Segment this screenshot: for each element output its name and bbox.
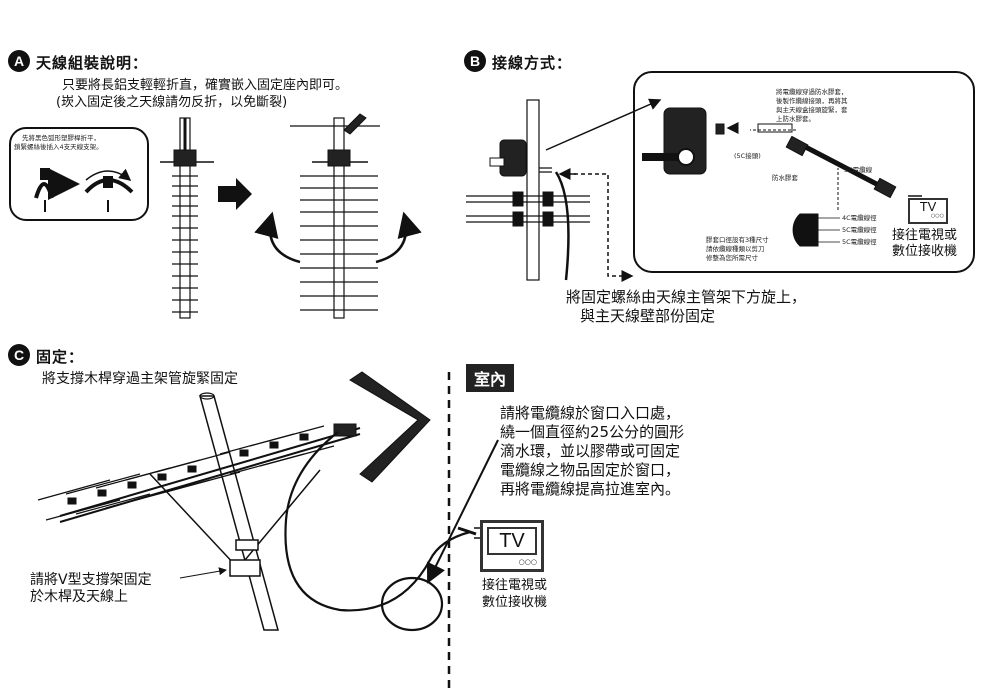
tv-screen: TV [487,527,537,555]
label-5c-cable: 5C電纜線 [844,166,873,174]
tv-caption-indoor-line2: 數位接收機 [482,595,548,610]
indoor-line3: 滴水環，並以膠帶或可固定 [500,442,681,460]
vbracket-note-line1: 請將V型支撐架固定 [30,572,152,588]
connection-mast [466,98,662,282]
antenna-folded [160,117,214,319]
section-a-line1: 只要將長鋁支輕輕折直，確實嵌入固定座內即可。 [62,78,349,93]
section-a-badge: A [8,50,30,72]
connection-detail [633,71,975,273]
connection-caption-line1: 將固定螺絲由天線主管架下方旋上， [566,288,807,306]
label-5c-diameter: 5C電纜線徑 [842,226,877,234]
tv-caption-b-line2: 數位接收機 [892,244,958,259]
tv-icon-large: TV ○○○ [480,520,544,572]
indoor-line4: 電纜線之物品固定於窗口， [500,461,681,479]
section-c-title: 固定： [36,348,85,366]
detail-note-line4: 上防水膠套。 [776,115,815,123]
mounted-antenna [37,371,499,632]
inset-note-line2: 鎖緊螺絲後插入4支天線支架。 [14,143,103,151]
tv-icon-large-label: TV [499,530,525,552]
boot-note-line1: 膠套口徑設有3種尺寸 [706,236,769,244]
antenna-unfolded [254,113,422,319]
detail-note-line3: 與主天線盒接頭旋緊，套 [776,106,848,114]
boot-note-line3: 修整為您所需尺寸 [706,254,758,262]
indoor-line1: 請將電纜線於窗口入口處， [500,404,681,422]
section-b-badge: B [464,50,486,72]
detail-note-line2: 後製作纜線接頭，再將其 [776,97,848,105]
assembly-inset-figure [9,127,149,221]
tv-knobs-icon: ○○○ [930,213,944,219]
tv-caption-indoor-line1: 接往電視或 [482,578,548,593]
vbracket-note-line2: 於木桿及天線上 [30,589,128,605]
boot-note-line2: 請依纜線種類以剪刀 [706,245,765,253]
detail-note-line1: 將電纜線穿過防水膠套， [776,88,848,96]
tv-icon-small: TV ○○○ [908,198,948,224]
indoor-tag: 室內 [466,364,515,392]
section-a-title: 天線組裝說明： [36,54,149,72]
indoor-line5: 再將電纜線提高拉進室內。 [500,480,681,498]
tv-icon-small-label: TV [919,199,937,214]
connection-caption-line2: 與主天線壁部份固定 [580,307,716,325]
section-b-title: 接線方式： [492,54,573,72]
label-5c-diameter-2: 5C電纜線徑 [842,238,877,246]
label-waterproof-boot: 防水膠套 [772,174,798,182]
label-4c-diameter: 4C電纜線徑 [842,214,877,222]
tv-knobs-icon: ○○○ [518,558,537,566]
indoor-line2: 繞一個直徑約25公分的圓形 [500,423,685,441]
section-a-line2: (崁入固定後之天線請勿反折，以免斷裂) [56,95,288,110]
inset-note-line1: 先將黑色弧形塑膠桿折平， [22,134,100,142]
assembly-arrow [218,178,252,210]
tv-caption-b-line1: 接往電視或 [892,228,958,243]
label-5c-connector: (5C接頭) [734,152,761,160]
section-c-line1: 將支撐木桿穿過主架管旋緊固定 [42,371,238,387]
section-c-badge: C [8,344,30,366]
